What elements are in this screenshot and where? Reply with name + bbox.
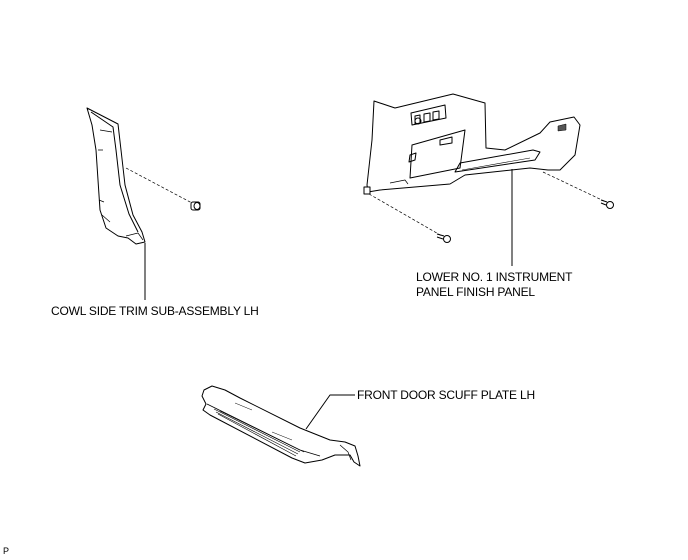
instrument-panel-finish-panel-part	[363, 93, 581, 195]
panel-fastener-line-right	[542, 171, 605, 202]
scuff-plate-leader-line	[305, 394, 355, 430]
corner-code: P	[3, 546, 10, 556]
clip-icon	[190, 201, 201, 211]
scuff-plate-label: FRONT DOOR SCUFF PLATE LH	[357, 388, 535, 402]
bolt-icon	[600, 199, 614, 209]
cowl-side-trim-label: COWL SIDE TRIM SUB-ASSEMBLY LH	[51, 304, 259, 318]
cowl-fastener-line	[125, 167, 193, 204]
cowl-side-trim-part	[86, 107, 146, 245]
front-door-scuff-plate-part	[201, 385, 361, 467]
panel-fastener-line-left	[368, 193, 443, 237]
instrument-panel-label-line1: LOWER NO. 1 INSTRUMENT	[416, 270, 573, 284]
instrument-panel-label-line2: PANEL FINISH PANEL	[416, 285, 535, 299]
bolt-icon	[436, 233, 451, 243]
